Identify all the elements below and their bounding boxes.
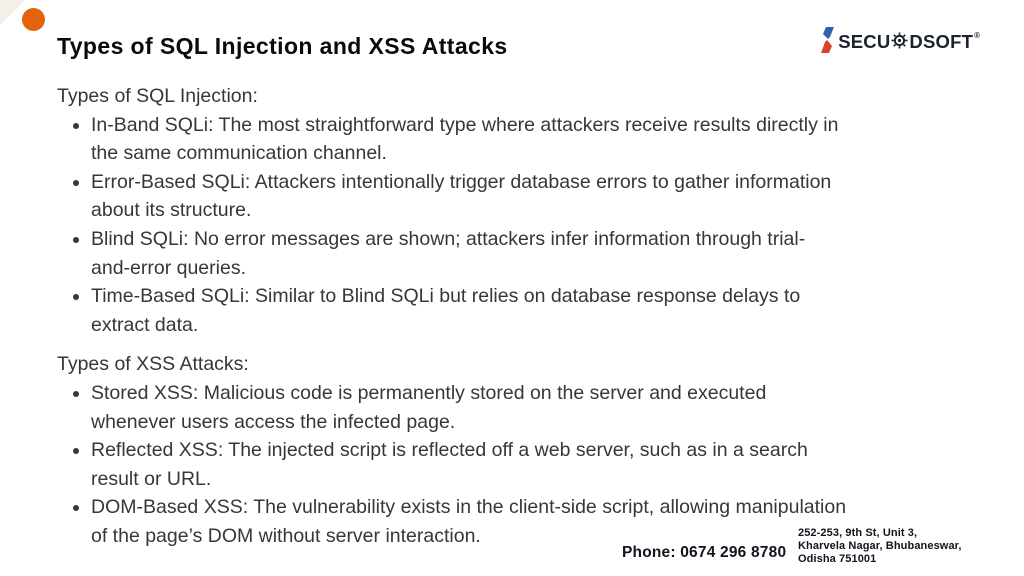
bullet-stored-xss: Stored XSS: Malicious code is permanentl…: [91, 379, 957, 436]
section-xss-attacks: Types of XSS Attacks: Stored XSS: Malici…: [57, 350, 957, 550]
bullet-time-based-sqli: Time-Based SQLi: Similar to Blind SQLi b…: [91, 282, 957, 339]
address-line-3: Odisha 751001: [798, 553, 877, 565]
section-sql-injection: Types of SQL Injection: In-Band SQLi: Th…: [57, 82, 957, 339]
page-title: Types of SQL Injection and XSS Attacks: [57, 33, 508, 59]
orange-dot-decor: [22, 8, 45, 31]
address-line-1: 252-253, 9th St, Unit 3,: [798, 527, 918, 539]
bullet-reflected-xss: Reflected XSS: The injected script is re…: [91, 436, 957, 493]
logo-text-suffix: DSOFT: [909, 31, 974, 53]
section-heading: Types of XSS Attacks:: [57, 353, 249, 376]
gear-icon: [891, 32, 908, 54]
registered-trademark-symbol: ®: [974, 31, 980, 40]
bullet-dom-based-xss: DOM-Based XSS: The vulnerability exists …: [91, 493, 957, 550]
bullet-in-band-sqli: In-Band SQLi: The most straightforward t…: [91, 111, 957, 168]
bullet-list-xss: Stored XSS: Malicious code is permanentl…: [57, 379, 957, 551]
bullet-list-sql: In-Band SQLi: The most straightforward t…: [57, 111, 957, 340]
logo-s-bolt-icon: [820, 26, 835, 59]
company-logo: SECU DSOFT ®: [820, 26, 980, 59]
footer-phone: Phone: 0674 296 8780: [622, 544, 787, 561]
logo-text-prefix: SECU: [838, 31, 891, 53]
footer-address: 252-253, 9th St, Unit 3, Kharvela Nagar,…: [798, 527, 962, 566]
slide-body: Types of SQL Injection: In-Band SQLi: Th…: [57, 82, 957, 551]
address-line-2: Kharvela Nagar, Bhubaneswar,: [798, 540, 962, 552]
bullet-blind-sqli: Blind SQLi: No error messages are shown;…: [91, 225, 957, 282]
bullet-error-based-sqli: Error-Based SQLi: Attackers intentionall…: [91, 168, 957, 225]
section-heading: Types of SQL Injection:: [57, 85, 258, 107]
